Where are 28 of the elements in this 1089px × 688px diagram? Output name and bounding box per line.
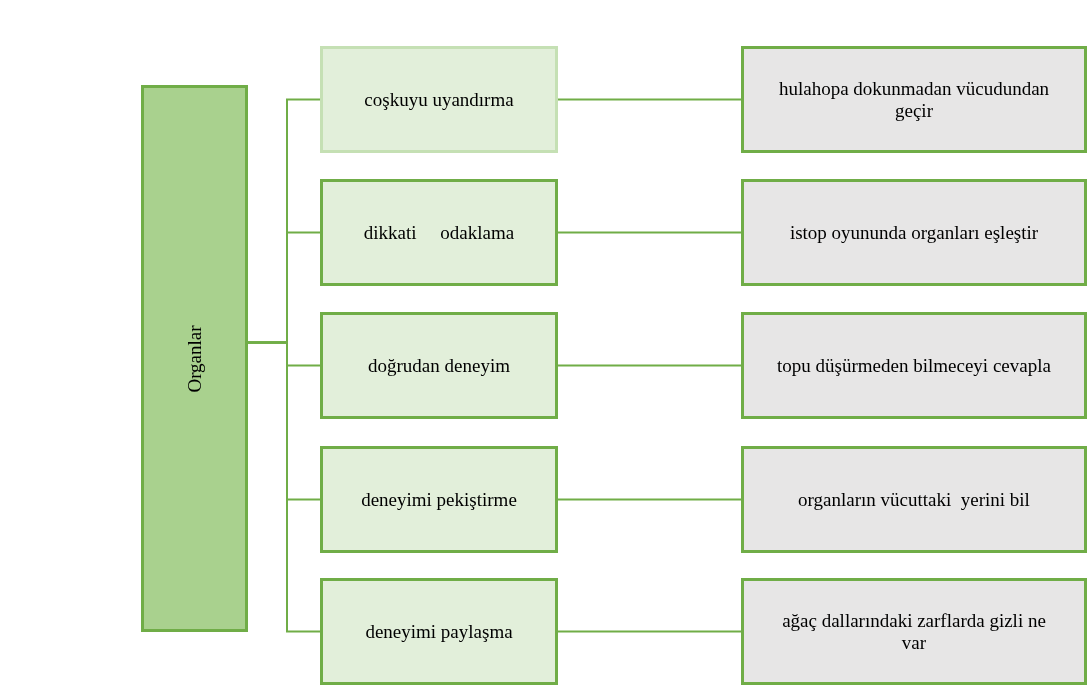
step-box xyxy=(320,46,558,153)
connector-line xyxy=(557,231,742,234)
node-text: deneyimi paylaşma xyxy=(364,620,514,643)
step-box xyxy=(320,446,558,553)
step-box xyxy=(320,179,558,286)
step-box xyxy=(320,312,558,419)
node-text: dikkati odaklama xyxy=(362,221,516,244)
connector-line xyxy=(557,98,742,101)
node-text: deneyimi pekiştirme xyxy=(360,488,518,511)
connector-line xyxy=(557,498,742,501)
node-text: istop oyununda organları eşleştir xyxy=(788,221,1040,244)
connector-line xyxy=(557,630,742,633)
activity-box xyxy=(741,578,1087,685)
activity-box xyxy=(741,46,1087,153)
node-text: Organlar xyxy=(183,324,206,393)
connector-line xyxy=(247,341,321,633)
connector-line xyxy=(557,364,742,367)
activity-box xyxy=(741,312,1087,419)
node-text: doğrudan deneyim xyxy=(367,354,511,377)
activity-box xyxy=(741,446,1087,553)
node-text: ağaç dallarındaki zarflarda gizli ne var xyxy=(781,609,1047,654)
step-box xyxy=(320,578,558,685)
node-text: coşkuyu uyandırma xyxy=(363,88,515,111)
node-text: topu düşürmeden bilmeceyi cevapla xyxy=(776,354,1052,377)
node-text: hulahopa dokunmadan vücudundan geçir xyxy=(777,77,1051,122)
activity-box xyxy=(741,179,1087,286)
node-text: organların vücuttaki yerini bil xyxy=(797,488,1031,511)
root-box xyxy=(141,85,248,632)
